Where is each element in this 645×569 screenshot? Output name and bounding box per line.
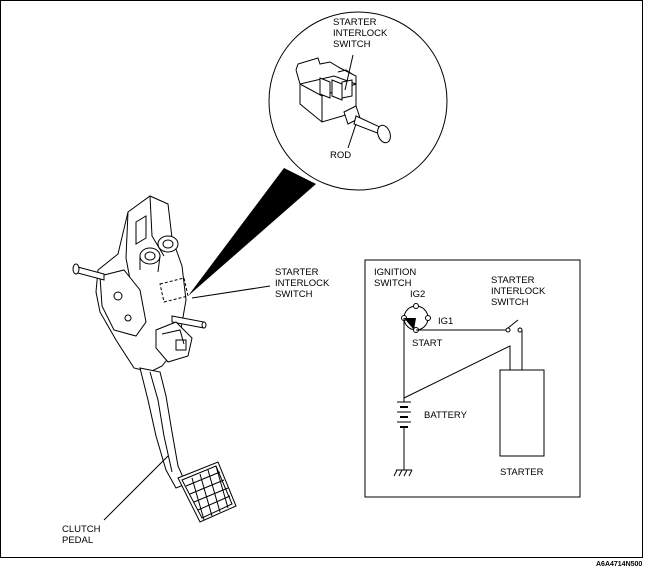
clutch-pedal-label-line1: CLUTCH: [62, 524, 101, 535]
detail-switch-label-line1: STARTER: [333, 17, 377, 28]
detail-switch-leader: [344, 54, 354, 91]
pedal-switch-label-line2: INTERLOCK: [275, 278, 330, 289]
interlock-contact-blade: [507, 319, 519, 329]
rod-label: ROD: [330, 150, 351, 161]
pedal-switch-label-line3: SWITCH: [275, 289, 313, 300]
starter-box: [499, 369, 545, 457]
start-label: START: [412, 338, 442, 349]
pedal-switch-leader: [191, 285, 271, 299]
switch-detail-view: STARTER INTERLOCK SWITCH ROD: [268, 11, 448, 191]
starter-label: STARTER: [500, 467, 544, 478]
figure-frame: [0, 0, 643, 558]
ignition-switch-label-line2: SWITCH: [374, 278, 412, 289]
pedal-switch-label-line1: STARTER: [275, 267, 319, 278]
battery-symbol: [397, 398, 411, 470]
circuit-interlock-label-line2: INTERLOCK: [491, 286, 546, 297]
rod-leader: [347, 123, 357, 149]
ground-symbol: [393, 469, 413, 477]
start-wire: [403, 345, 511, 399]
circuit-frame: [364, 259, 581, 498]
magnifier-circle: [268, 11, 448, 191]
circuit-interlock-label-line1: STARTER: [491, 275, 535, 286]
callout-wedge: [188, 168, 316, 296]
battery-label: BATTERY: [424, 410, 468, 421]
clutch-pedal-label-line2: PEDAL: [62, 535, 93, 546]
detail-switch-label-line3: SWITCH: [333, 39, 371, 50]
circuit-interlock-label-line3: SWITCH: [491, 297, 529, 308]
clutch-pedal-assembly: [72, 195, 237, 523]
clutch-pedal-leader: [103, 455, 169, 521]
ignition-switch-label-line1: IGNITION: [374, 267, 416, 278]
detail-switch-label-line2: INTERLOCK: [333, 28, 388, 39]
figure-code: A6A4714N500: [596, 561, 642, 568]
circuit-diagram: IGNITION SWITCH IG2 IG1 START STARTER IN…: [364, 259, 581, 498]
ig1-label: IG1: [438, 316, 453, 327]
interlock-switch-detail: [295, 57, 391, 144]
ig2-label: IG2: [410, 289, 425, 300]
